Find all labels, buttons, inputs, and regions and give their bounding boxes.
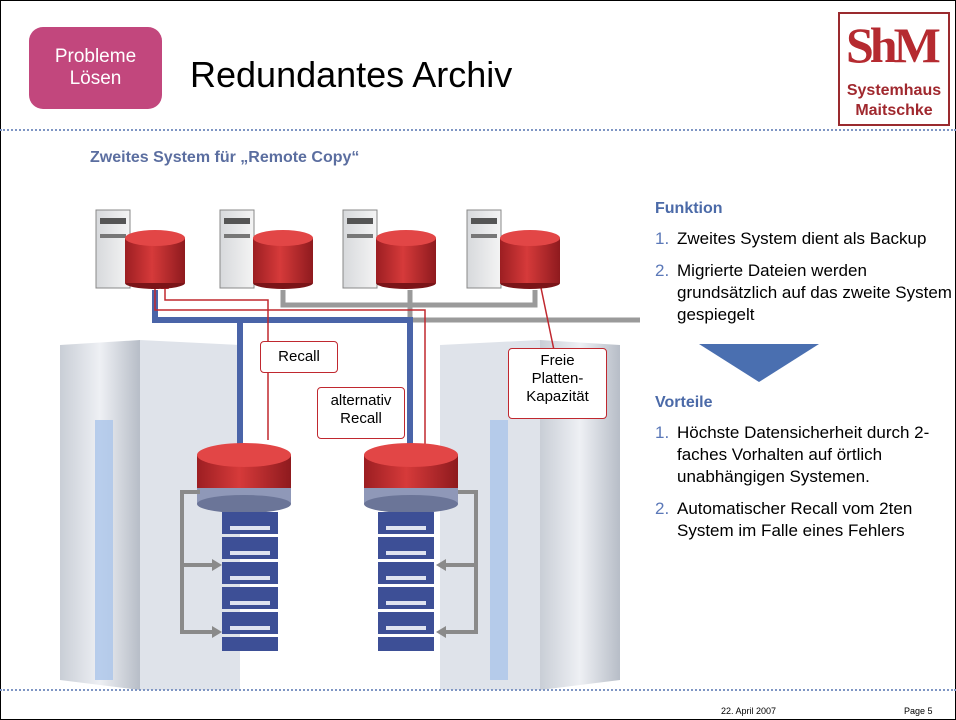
server-2 [219, 209, 313, 289]
vorteile-item-2-text: Automatischer Recall vom 2ten System im … [677, 499, 913, 540]
alternative-recall-label: alternativ Recall [317, 387, 405, 439]
logo-line-1: Systemhaus [846, 82, 942, 99]
funktion-item-1-number: 1. [655, 229, 670, 248]
server-3 [342, 209, 436, 289]
footer-date: 22. April 2007 [721, 706, 777, 716]
page-title: Redundantes Archiv [190, 54, 513, 95]
down-arrow-icon [699, 344, 819, 382]
vorteile-item-1-number: 1. [655, 423, 670, 442]
funktion-item-2: 2. Migrierte Dateien werden grundsätzlic… [655, 260, 955, 326]
free-capacity-line-1: Freie [540, 352, 575, 369]
server-1 [95, 209, 185, 289]
badge-line-1: Probleme [54, 46, 137, 67]
alt-recall-line-1: alternativ [330, 392, 392, 409]
free-capacity-line-3: Kapazität [526, 388, 589, 405]
vorteile-item-1: 1. Höchste Datensicherheit durch 2-fache… [655, 422, 955, 488]
tape-stack-right [378, 512, 434, 651]
footer-page: Page 5 [904, 706, 933, 716]
left-internal-arrows [180, 490, 215, 634]
alt-recall-line-2: Recall [340, 410, 382, 427]
funktion-item-1-text: Zweites System dient als Backup [677, 229, 927, 248]
footer-separator [0, 689, 956, 691]
server-4 [466, 209, 560, 289]
vorteile-item-1-text: Höchste Datensicherheit durch 2-faches V… [677, 423, 930, 486]
logo-line-2: Maitschke [855, 102, 933, 119]
archive-diagram: Recall alternativ Recall Freie Platten- … [0, 180, 640, 690]
vorteile-heading: Vorteile [655, 394, 713, 411]
recall-text: Recall [278, 348, 320, 365]
header-separator [0, 129, 956, 131]
funktion-heading: Funktion [655, 200, 723, 217]
vorteile-item-2-number: 2. [655, 499, 670, 518]
logo-mark: ShM [846, 17, 941, 73]
slide-subtitle: Zweites System für „Remote Copy“ [90, 149, 360, 166]
archive-disk-left [197, 443, 291, 513]
topic-badge: Probleme Lösen [29, 27, 162, 109]
right-internal-arrows [443, 490, 478, 634]
left-tape-library [60, 340, 240, 690]
funktion-item-1: 1. Zweites System dient als Backup [655, 228, 955, 250]
diagram-graphics [60, 209, 640, 690]
free-capacity-label: Freie Platten- Kapazität [508, 348, 607, 419]
archive-disk-right [364, 443, 458, 513]
vorteile-item-2: 2. Automatischer Recall vom 2ten System … [655, 498, 955, 542]
funktion-item-2-number: 2. [655, 261, 670, 280]
right-panel: Funktion 1. Zweites System dient als Bac… [655, 200, 955, 542]
tape-stack-left [222, 512, 278, 651]
company-logo: ShM Systemhaus Maitschke [838, 12, 950, 126]
right-tape-library [440, 340, 620, 690]
free-capacity-line-2: Platten- [531, 370, 584, 387]
recall-label: Recall [260, 341, 338, 373]
funktion-item-2-text: Migrierte Dateien werden grundsätzlich a… [677, 261, 952, 324]
badge-line-2: Lösen [69, 68, 122, 89]
